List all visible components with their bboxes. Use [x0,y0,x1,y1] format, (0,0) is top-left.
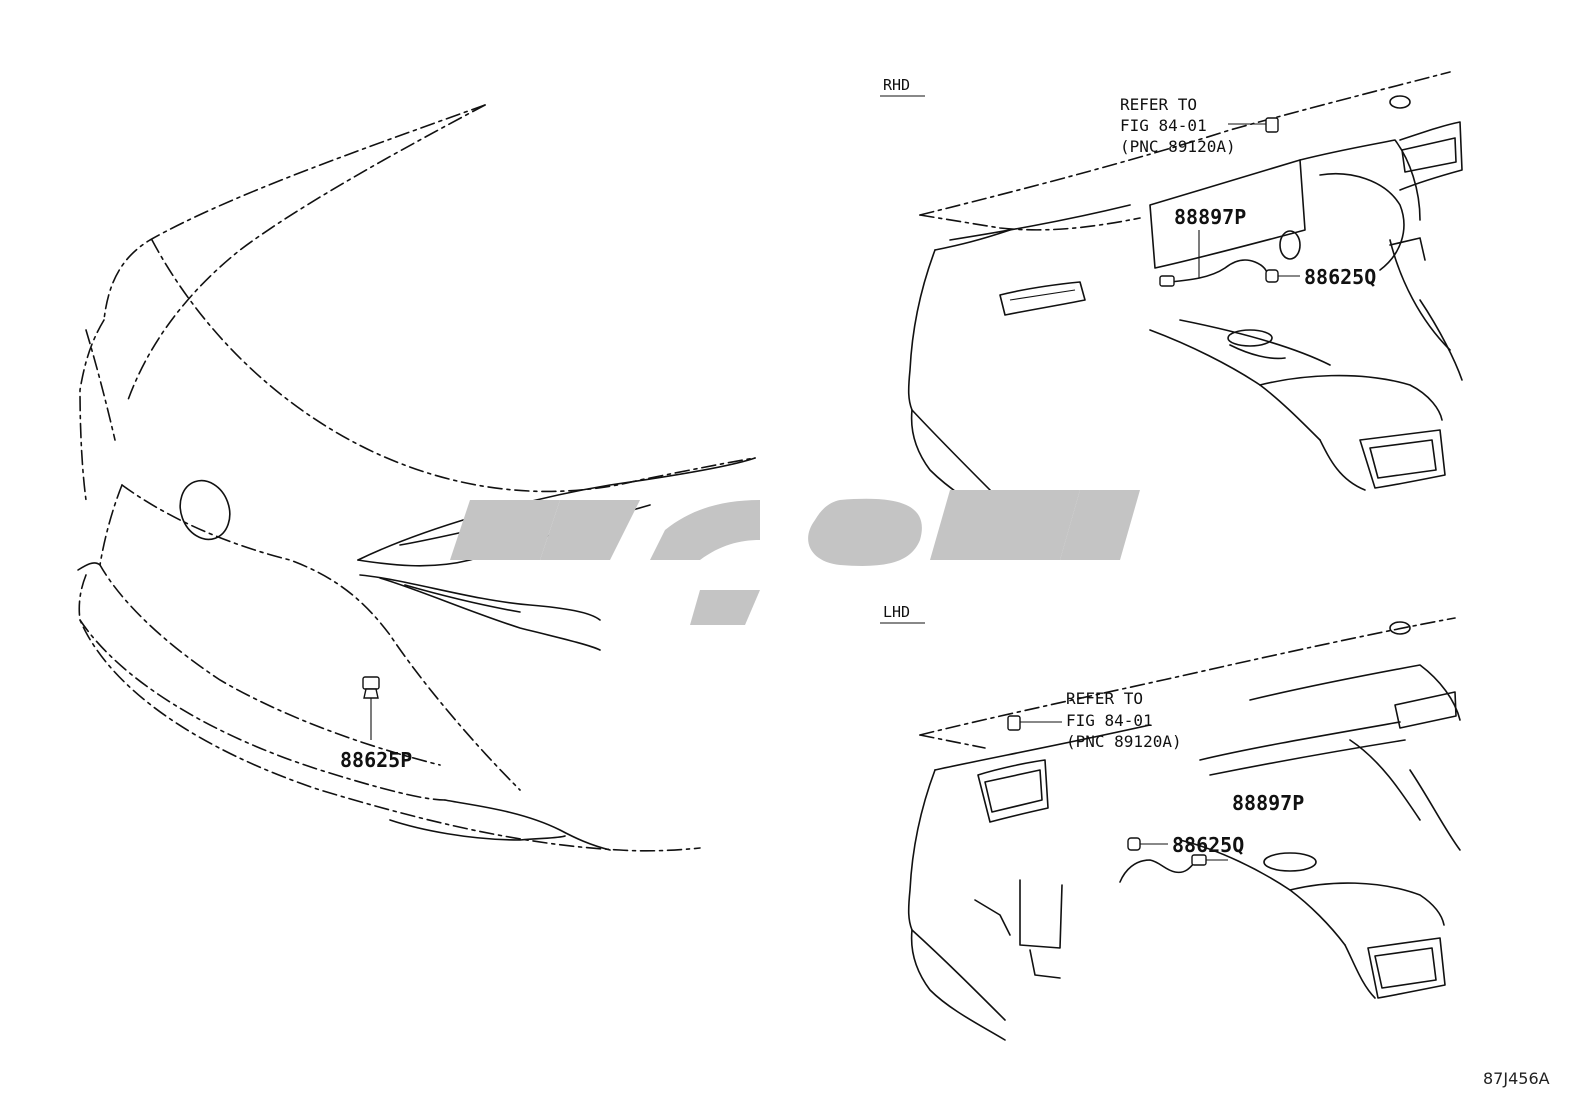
rhd-refer-line-2: FIG 84-01 [1120,116,1207,135]
rhd-dashboard-illustration [907,71,1463,521]
rhd-clip-part [1265,269,1300,283]
lhd-heading: LHD [883,603,910,621]
rhd-refer-line-3: (PNC 89120A) [1120,137,1236,156]
rhd-part-label-88625q: 88625Q [1304,265,1376,289]
front-bumper-illustration [77,104,756,852]
sensor-clip-part [362,676,380,740]
illustration-code: 87J456A [1483,1069,1550,1088]
lhd-clip-part [1127,837,1168,851]
lhd-part-label-88897p: 88897P [1232,791,1304,815]
rhd-refer-line-1: REFER TO [1120,95,1197,114]
lhd-refer-line-3: (PNC 89120A) [1066,732,1182,751]
watermark-logo [450,490,1140,625]
part-label-88625p: 88625P [340,748,412,772]
lhd-part-label-88625q: 88625Q [1172,833,1244,857]
rhd-referenced-part [1228,117,1279,133]
rhd-part-label-88897p: 88897P [1174,205,1246,229]
lhd-dashboard-illustration [907,617,1461,1041]
lhd-referenced-part [1007,715,1062,731]
lhd-refer-line-1: REFER TO [1066,689,1143,708]
rhd-heading: RHD [883,76,910,94]
lhd-refer-line-2: FIG 84-01 [1066,711,1153,730]
